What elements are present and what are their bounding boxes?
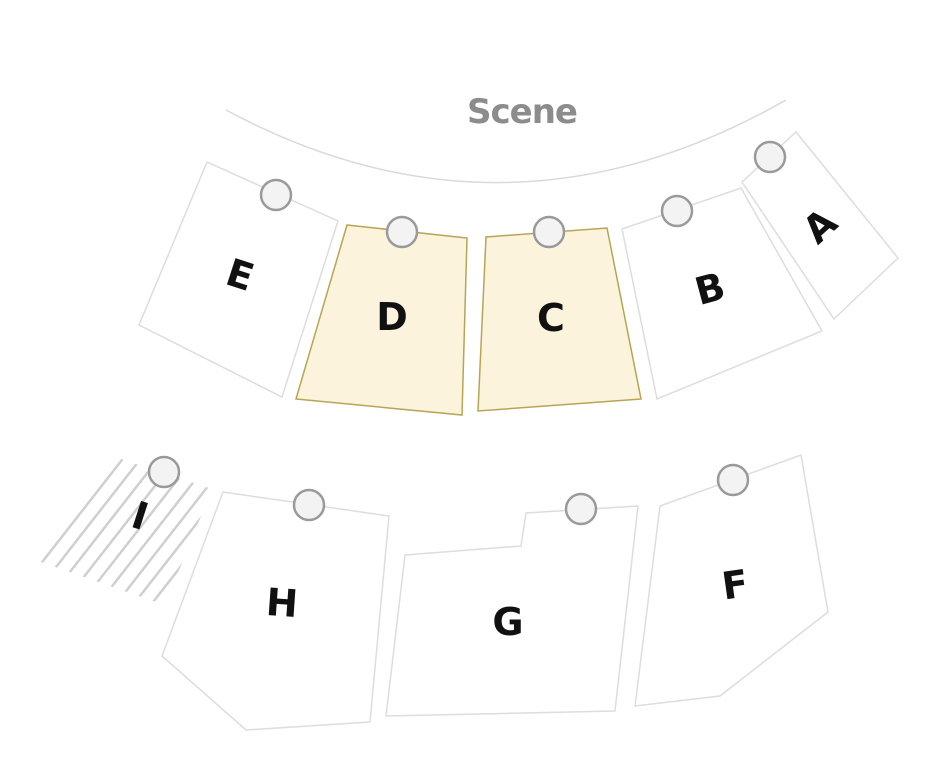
section-H-label[interactable]: H bbox=[265, 580, 300, 626]
circle-marker-icon bbox=[292, 488, 326, 522]
section-F-label[interactable]: F bbox=[719, 561, 751, 608]
section-F[interactable]: F bbox=[634, 453, 829, 707]
section-B[interactable]: B bbox=[621, 187, 824, 401]
circle-marker-icon bbox=[147, 455, 181, 489]
circle-marker-icon bbox=[716, 463, 750, 497]
section-F-shape[interactable] bbox=[634, 453, 829, 707]
section-G-label[interactable]: G bbox=[492, 600, 523, 644]
stage-arc bbox=[225, 99, 787, 184]
section-D-label[interactable]: D bbox=[376, 295, 408, 339]
section-I: I bbox=[35, 455, 212, 605]
stage-label: Scene bbox=[467, 92, 577, 132]
section-A[interactable]: A bbox=[741, 130, 900, 321]
section-G-shape[interactable] bbox=[385, 505, 639, 717]
section-I-shape bbox=[35, 458, 212, 605]
circle-marker-icon bbox=[660, 194, 694, 228]
section-C-shape[interactable] bbox=[477, 227, 642, 412]
section-B-shape[interactable] bbox=[621, 187, 824, 401]
section-G[interactable]: G bbox=[385, 492, 639, 717]
section-D-shape[interactable] bbox=[295, 224, 468, 416]
circle-marker-icon bbox=[385, 215, 419, 249]
section-H[interactable]: H bbox=[161, 488, 390, 731]
section-C-label[interactable]: C bbox=[537, 296, 565, 340]
circle-marker-icon bbox=[564, 492, 598, 526]
section-D[interactable]: D bbox=[295, 215, 468, 416]
circle-marker-icon bbox=[532, 215, 566, 249]
section-E[interactable]: E bbox=[138, 160, 339, 399]
section-C[interactable]: C bbox=[477, 215, 642, 412]
section-E-shape[interactable] bbox=[138, 160, 339, 399]
circle-marker-icon bbox=[259, 178, 293, 212]
section-H-shape[interactable] bbox=[161, 491, 390, 731]
circle-marker-icon bbox=[753, 140, 787, 174]
